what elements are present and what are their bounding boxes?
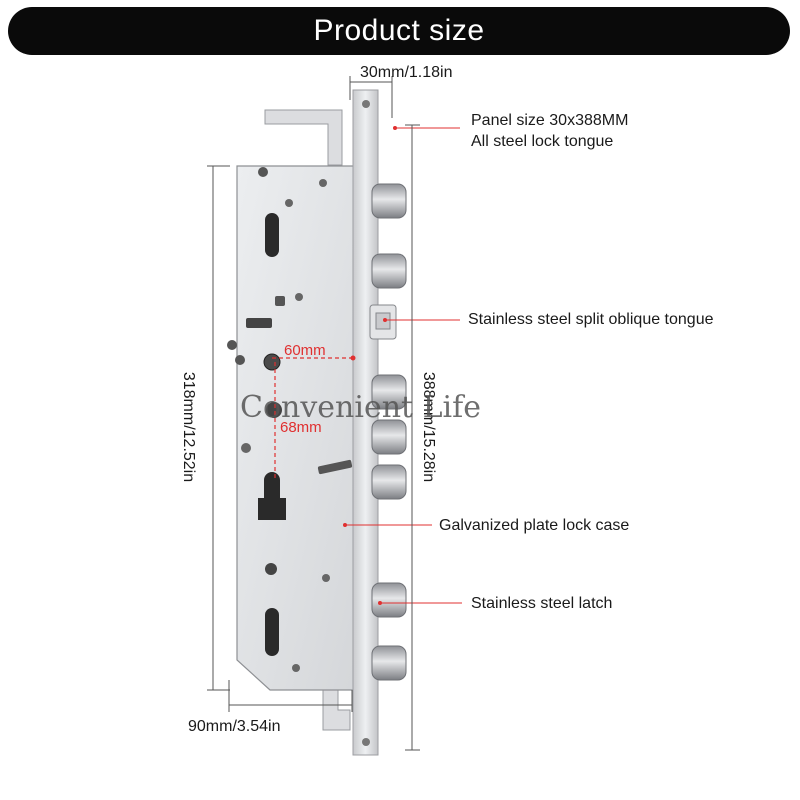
case-lever: [317, 459, 353, 475]
leader-lines: [345, 127, 462, 604]
case-hole-7: [266, 402, 282, 418]
watermark-text: Convenient Life: [240, 390, 481, 425]
faceplate-screw-bottom: [362, 738, 370, 746]
bolt-1: [371, 183, 407, 219]
bottom-hook: [322, 689, 351, 731]
case-hole-3: [285, 199, 293, 207]
case-slot-top: [265, 213, 279, 257]
case-height-label: 318mm/12.52in: [180, 371, 197, 483]
top-hook: [264, 109, 343, 166]
outer-dimensions: [207, 76, 420, 751]
bolt-latch: [371, 582, 407, 618]
callout-oblique-tongue: Stainless steel split oblique tongue: [468, 311, 714, 328]
bolt-2: [371, 253, 407, 289]
backset-label: 60mm: [284, 342, 326, 359]
callout-lock-case: Galvanized plate lock case: [439, 517, 630, 534]
case-slot-small: [275, 296, 285, 306]
case-hole-9: [322, 574, 330, 582]
panel-height-label: 388mm/15.28in: [420, 371, 437, 483]
case-hole-2: [319, 179, 327, 187]
inner-dimensions: [272, 357, 352, 480]
bolt-7: [371, 645, 407, 681]
case-width-label: 90mm/3.54in: [188, 718, 281, 735]
case-hole-10: [292, 664, 300, 672]
case-hole-4: [295, 293, 303, 301]
bolt-4: [371, 419, 407, 455]
case-hole-6: [235, 355, 245, 365]
bolts: [371, 183, 407, 681]
bolt-3: [371, 374, 407, 410]
callout-panel-line2: All steel lock tongue: [471, 133, 614, 150]
title-text: Product size: [313, 14, 485, 47]
case-slot-left: [246, 318, 272, 328]
panel-width-label: 30mm/1.18in: [360, 64, 453, 81]
center-distance-label: 68mm: [280, 419, 322, 436]
case-slot-bottom: [265, 608, 279, 656]
case-hole-1: [258, 167, 268, 177]
bolt-5: [371, 464, 407, 500]
cylinder-cutout: [258, 472, 286, 520]
case-hole-8: [241, 443, 251, 453]
spindle-hole: [263, 353, 281, 371]
faceplate-screw-top: [362, 100, 370, 108]
callout-panel-line1: Panel size 30x388MM: [471, 112, 629, 129]
case-hole-5: [227, 340, 237, 350]
callout-latch: Stainless steel latch: [471, 595, 613, 612]
title-banner: Product size: [8, 7, 790, 55]
case-keyhole: [265, 563, 277, 575]
